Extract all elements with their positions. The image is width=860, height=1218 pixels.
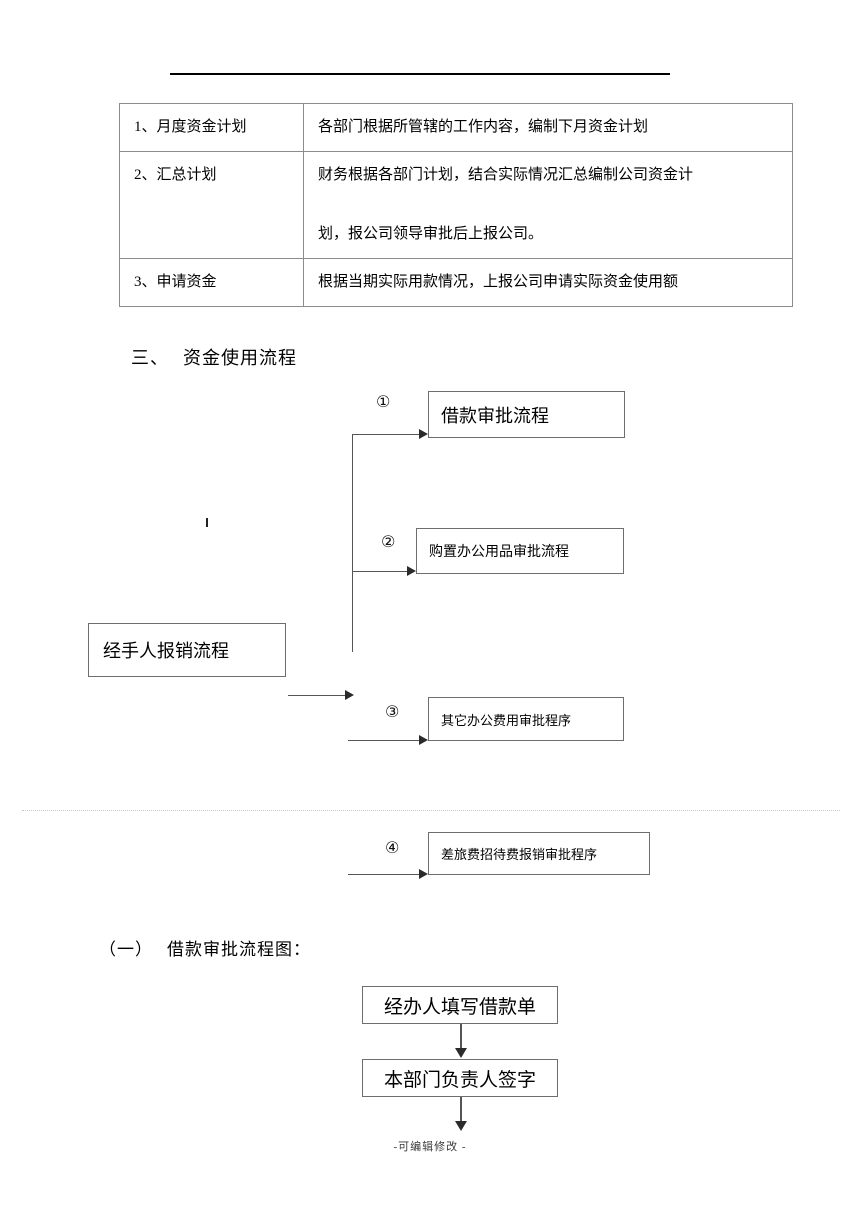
loan-flow-step-2: 本部门负责人签字 (362, 1059, 558, 1097)
flow-arrowhead-1 (419, 429, 428, 439)
flow-box-4-label: 差旅费招待费报销审批程序 (441, 847, 598, 862)
loan-flow-step-2-label: 本部门负责人签字 (383, 1069, 536, 1091)
flow-connector-arm-4 (348, 874, 420, 875)
flow-connector-stub (288, 695, 346, 696)
flow-connector-arm-1 (352, 434, 420, 435)
flow-connector-trunk (352, 434, 353, 652)
top-horizontal-rule (170, 73, 670, 75)
flow-marker-4: ④ (385, 838, 400, 857)
loan-flow-connector-1 (460, 1024, 462, 1050)
loan-flow-arrowhead-1 (455, 1048, 467, 1058)
flow-box-source-reimbursement: 经手人报销流程 (88, 623, 286, 677)
table-cell-desc: 财务根据各部门计划，结合实际情况汇总编制公司资金计 划，报公司领导审批后上报公司… (303, 151, 793, 259)
flow-box-3-label: 其它办公费用审批程序 (441, 712, 572, 728)
flow-connector-arm-3 (348, 740, 420, 741)
table-row: 2、汇总计划 财务根据各部门计划，结合实际情况汇总编制公司资金计 划，报公司领导… (119, 151, 793, 259)
table-cell-desc: 根据当期实际用款情况，上报公司申请实际资金使用额 (303, 257, 793, 308)
flow-box-source-label: 经手人报销流程 (103, 641, 229, 661)
table-row: 3、申请资金 根据当期实际用款情况，上报公司申请实际资金使用额 (119, 257, 793, 308)
flow-connector-arm-2 (352, 571, 408, 572)
table-cell-desc: 各部门根据所管辖的工作内容，编制下月资金计划 (303, 102, 793, 153)
page-break-separator (22, 810, 840, 811)
subsection-heading-1: （一） 借款审批流程图： (99, 935, 311, 960)
stray-mark (206, 518, 208, 527)
flow-marker-2: ② (381, 532, 396, 551)
flow-box-loan-approval: 借款审批流程 (428, 391, 625, 438)
flow-marker-3: ③ (385, 702, 400, 721)
subsection-heading-1-text: 借款审批流程图： (167, 940, 311, 959)
flow-marker-1: ① (376, 392, 391, 411)
subsection-heading-1-number: （一） (99, 940, 153, 959)
flow-box-other-office-expense-approval: 其它办公费用审批程序 (428, 697, 624, 741)
loan-flow-step-1-label: 经办人填写借款单 (383, 996, 536, 1018)
footer-note: -可编辑修改 - (393, 1141, 467, 1153)
flow-box-office-supplies-approval: 购置办公用品审批流程 (416, 528, 624, 574)
section-heading-3-text: 资金使用流程 (183, 348, 297, 368)
loan-flow-arrowhead-2 (455, 1121, 467, 1131)
loan-flow-step-1: 经办人填写借款单 (362, 986, 558, 1024)
flow-box-2-label: 购置办公用品审批流程 (429, 545, 569, 560)
funding-plan-table: 1、月度资金计划 各部门根据所管辖的工作内容，编制下月资金计划 2、汇总计划 财… (119, 102, 793, 308)
flow-arrowhead-stub (345, 690, 354, 700)
flow-box-1-label: 借款审批流程 (441, 405, 549, 426)
table-cell-label: 2、汇总计划 (119, 151, 304, 259)
section-heading-3-number: 三、 (131, 348, 169, 368)
flow-arrowhead-3 (419, 735, 428, 745)
table-cell-label: 1、月度资金计划 (119, 102, 304, 153)
section-heading-3: 三、资金使用流程 (131, 344, 297, 370)
flow-arrowhead-4 (419, 869, 428, 879)
table-row: 1、月度资金计划 各部门根据所管辖的工作内容，编制下月资金计划 (119, 102, 793, 153)
flow-arrowhead-2 (407, 566, 416, 576)
loan-flow-connector-2 (460, 1097, 462, 1123)
flow-box-travel-entertainment-approval: 差旅费招待费报销审批程序 (428, 832, 650, 875)
table-cell-label: 3、申请资金 (119, 257, 304, 308)
